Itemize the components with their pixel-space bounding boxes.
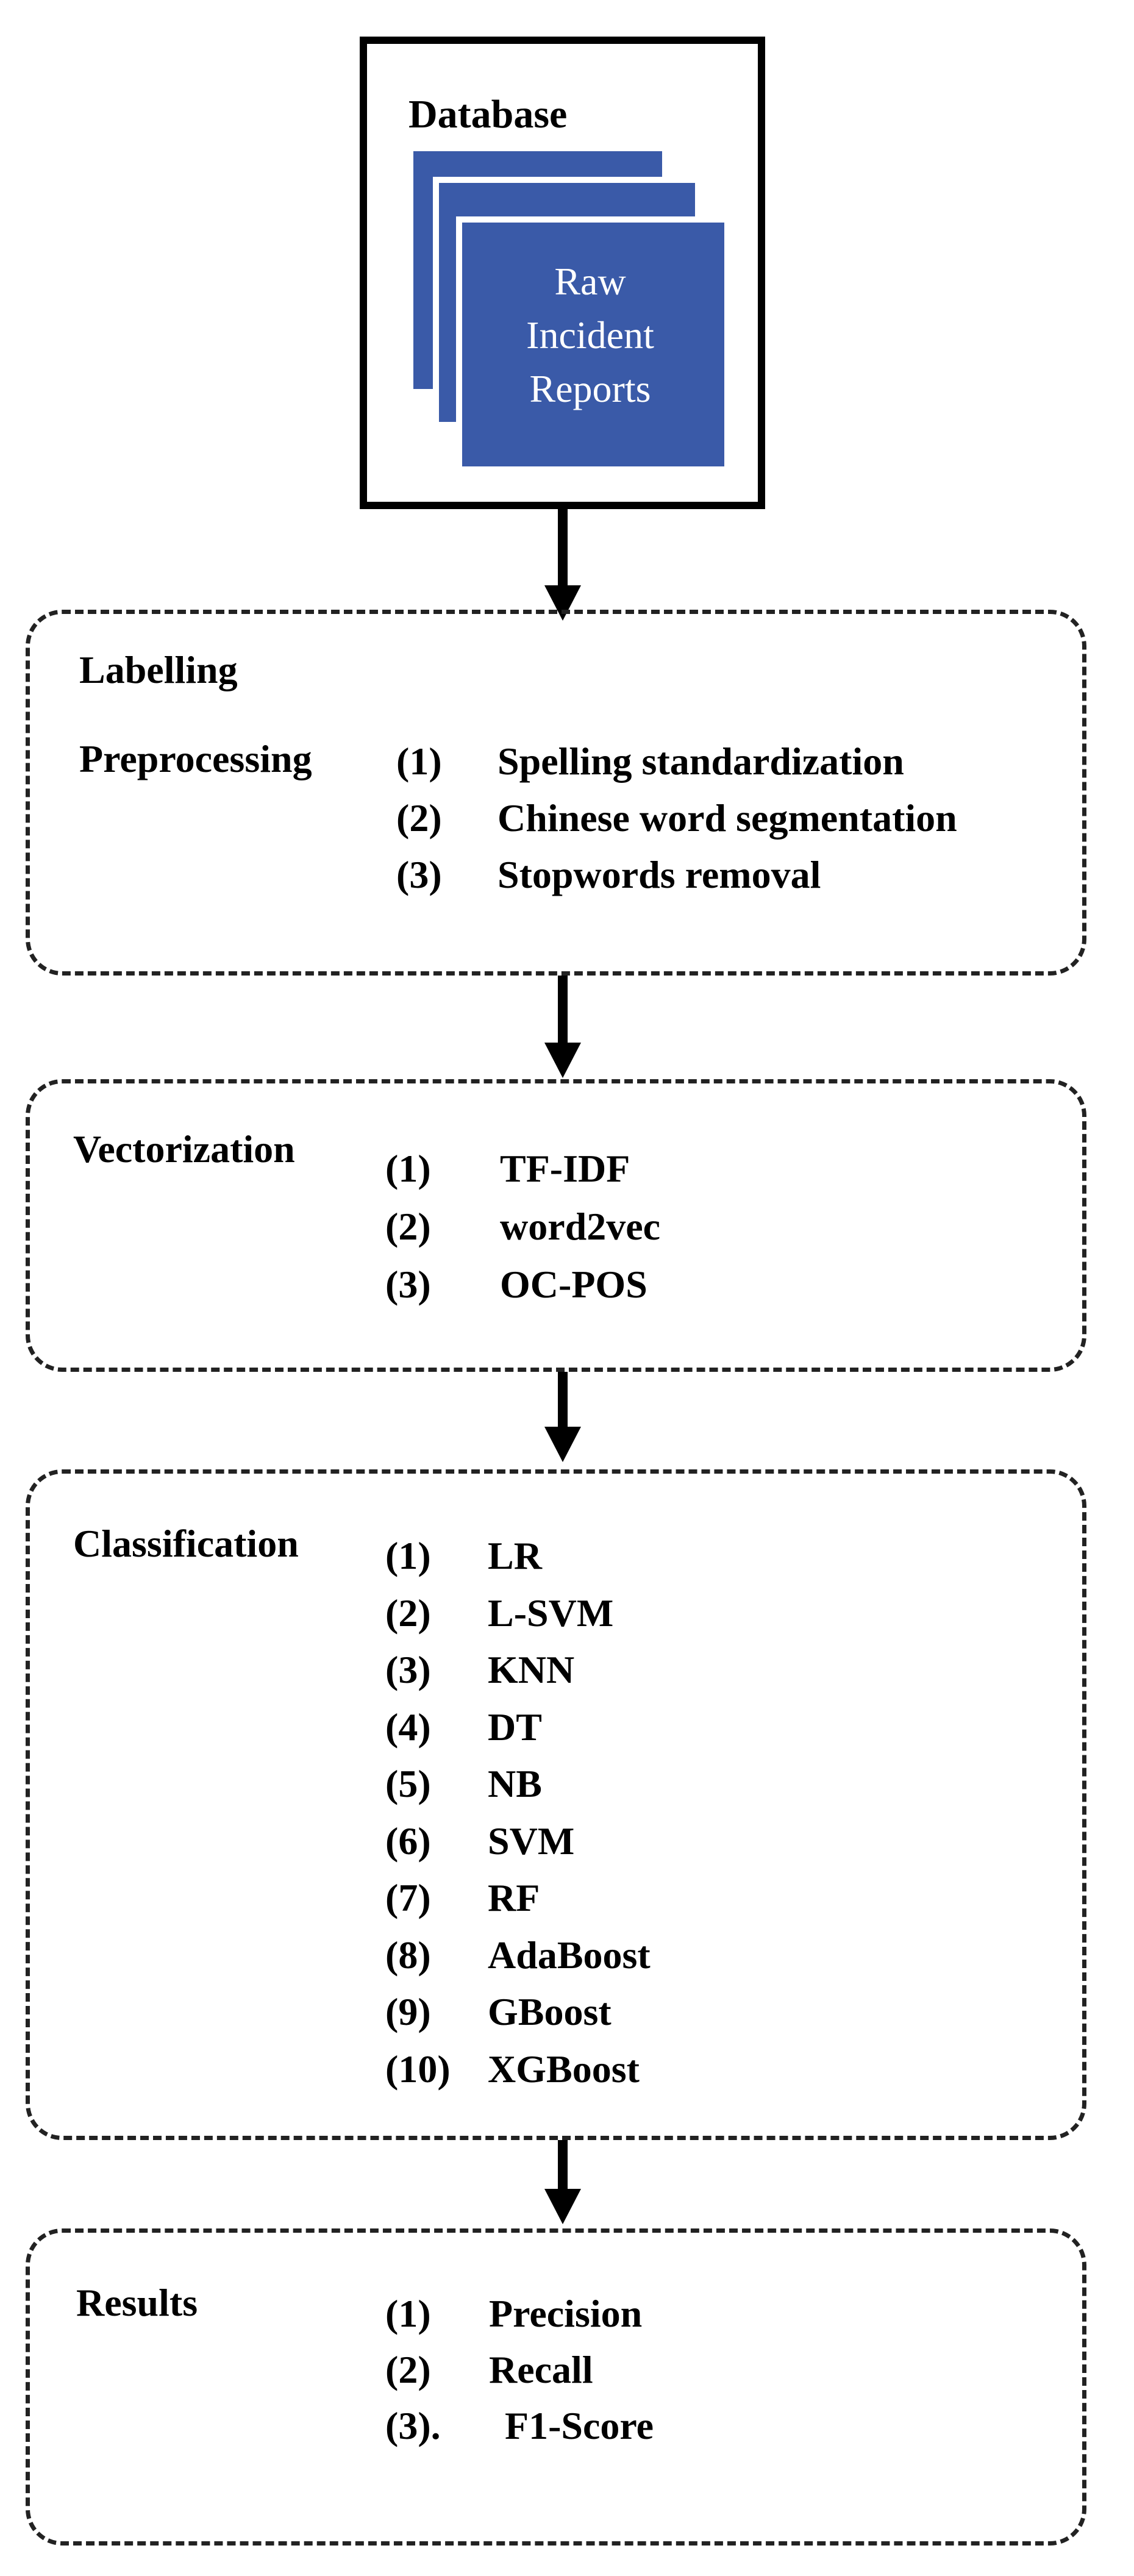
- database-title: Database: [408, 92, 568, 137]
- classification-item-10: (10) XGBoost: [385, 2047, 640, 2092]
- vectorization-title: Vectorization: [73, 1127, 295, 1171]
- classification-item-6: (6) SVM: [385, 1819, 574, 1864]
- preprocessing-item-2: (2) Chinese word segmentation: [396, 796, 957, 841]
- item-label: NB: [488, 1762, 542, 1805]
- results-title: Results: [76, 2281, 198, 2324]
- arrow-shaft-3: [558, 1372, 568, 1439]
- preprocessing-title: Preprocessing: [79, 737, 312, 780]
- item-number: (3): [385, 1648, 431, 1691]
- item-number: (8): [385, 1933, 431, 1977]
- document-sheet-front: [456, 216, 724, 466]
- item-label: RF: [488, 1876, 540, 1919]
- item-label: Recall: [489, 2348, 593, 2391]
- item-number: (7): [385, 1876, 431, 1919]
- arrow-head-1: [544, 585, 581, 621]
- results-item-3: (3). F1-Score: [385, 2403, 654, 2449]
- arrow-shaft-4: [558, 2140, 568, 2201]
- raw-incident-reports-label: Raw Incident Reports: [456, 255, 724, 416]
- item-number: (2): [396, 796, 442, 840]
- classification-item-7: (7) RF: [385, 1875, 540, 1921]
- classification-item-8: (8) AdaBoost: [385, 1933, 651, 1978]
- preprocessing-item-3: (3) Stopwords removal: [396, 852, 821, 897]
- sheet-line-3: Reports: [529, 367, 651, 410]
- vectorization-item-2: (2) word2vec: [385, 1204, 660, 1249]
- item-label: OC-POS: [500, 1263, 647, 1306]
- classification-title: Classification: [73, 1522, 299, 1565]
- arrow-shaft-2: [558, 976, 568, 1055]
- item-label: LR: [488, 1534, 542, 1577]
- results-item-1: (1) Precision: [385, 2291, 642, 2336]
- item-label: Stopwords removal: [497, 853, 821, 896]
- item-number: (2): [385, 2348, 431, 2391]
- item-number: (6): [385, 1819, 431, 1863]
- item-label: XGBoost: [488, 2047, 640, 2091]
- preprocessing-step-box: [26, 610, 1086, 976]
- item-label: KNN: [488, 1648, 575, 1691]
- classification-step-box: [26, 1469, 1086, 2140]
- classification-item-9: (9) GBoost: [385, 1989, 612, 2035]
- item-label: Precision: [489, 2292, 643, 2335]
- preprocessing-item-1: (1) Spelling standardization: [396, 739, 904, 784]
- classification-item-1: (1) LR: [385, 1533, 542, 1579]
- item-label: Chinese word segmentation: [497, 796, 957, 840]
- labelling-title: Labelling: [79, 648, 238, 691]
- vectorization-item-3: (3) OC-POS: [385, 1262, 647, 1307]
- vectorization-item-1: (1) TF-IDF: [385, 1146, 630, 1191]
- classification-item-3: (3) KNN: [385, 1647, 574, 1693]
- item-label: L-SVM: [488, 1591, 614, 1635]
- arrow-shaft-1: [558, 509, 568, 601]
- item-number: (9): [385, 1990, 431, 2033]
- arrow-head-3: [544, 1427, 581, 1462]
- item-number: (10): [385, 2047, 451, 2091]
- item-label: F1-Score: [505, 2404, 654, 2447]
- item-number: (1): [385, 1147, 431, 1190]
- item-number: (4): [385, 1705, 431, 1749]
- sheet-line-1: Raw: [554, 260, 626, 303]
- item-number: (1): [396, 740, 442, 783]
- item-number: (3): [385, 1263, 431, 1306]
- item-number: (1): [385, 2292, 431, 2335]
- item-number: (3): [396, 853, 442, 896]
- item-number: (2): [385, 1205, 431, 1248]
- item-label: Spelling standardization: [497, 740, 904, 783]
- classification-item-4: (4) DT: [385, 1705, 542, 1750]
- item-number: (2): [385, 1591, 431, 1635]
- item-label: GBoost: [488, 1990, 612, 2033]
- arrow-head-2: [544, 1043, 581, 1078]
- item-label: TF-IDF: [500, 1147, 630, 1190]
- classification-item-2: (2) L-SVM: [385, 1591, 613, 1636]
- item-label: word2vec: [500, 1205, 661, 1248]
- vectorization-step-box: [26, 1079, 1086, 1372]
- item-label: SVM: [488, 1819, 575, 1863]
- arrow-head-4: [544, 2189, 581, 2224]
- sheet-line-2: Incident: [526, 313, 654, 357]
- item-label: AdaBoost: [488, 1933, 651, 1977]
- results-step-box: [26, 2228, 1086, 2546]
- results-item-2: (2) Recall: [385, 2347, 593, 2392]
- item-number: (3).: [385, 2404, 441, 2447]
- item-label: DT: [488, 1705, 542, 1749]
- classification-item-5: (5) NB: [385, 1761, 542, 1807]
- item-number: (1): [385, 1534, 431, 1577]
- item-number: (5): [385, 1762, 431, 1805]
